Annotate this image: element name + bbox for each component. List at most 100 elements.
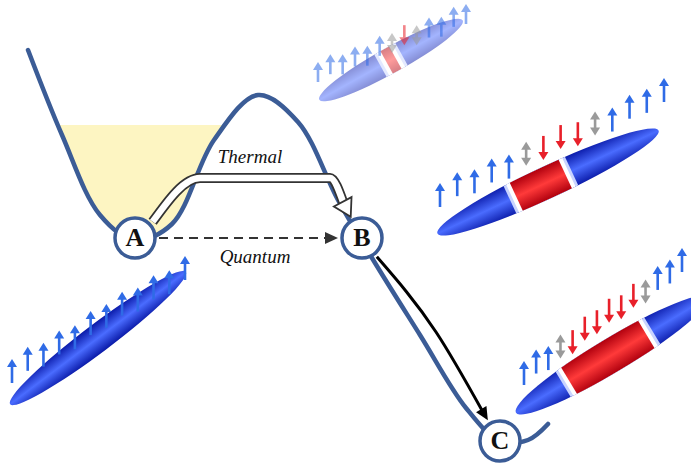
- spin-head: [461, 4, 471, 12]
- spin-head: [313, 62, 323, 70]
- spin-arrow: [592, 310, 602, 334]
- spin-shaft: [378, 42, 381, 56]
- spin-arrow: [653, 266, 663, 290]
- spin-head: [531, 350, 541, 358]
- spin-chain: [519, 248, 687, 385]
- spin-head: [604, 315, 614, 323]
- spin-shaft: [184, 262, 187, 280]
- spin-arrow: [180, 256, 190, 280]
- spin-head: [504, 155, 514, 163]
- nanowire-body: [2, 261, 195, 416]
- spin-shaft: [663, 84, 666, 102]
- spin-arrow: [461, 4, 471, 24]
- white-band: [557, 318, 659, 398]
- spin-head: [164, 270, 174, 278]
- spin-head: [580, 333, 590, 341]
- state-letter: B: [353, 225, 370, 251]
- spin-shaft: [628, 101, 631, 119]
- spin-arrow: [641, 279, 651, 303]
- arrow-line: [159, 237, 327, 239]
- spin-head: [543, 346, 553, 354]
- spin-head: [555, 335, 565, 343]
- spin-shaft: [523, 367, 526, 385]
- spin-shaft: [89, 317, 92, 335]
- spin-head: [607, 108, 617, 116]
- spin-arrow: [38, 343, 48, 367]
- spin-head: [7, 359, 17, 367]
- spin-shaft: [341, 60, 344, 74]
- white-band: [377, 44, 405, 75]
- reversed-domain: [560, 320, 655, 395]
- spin-shaft: [577, 122, 580, 140]
- spin-shaft: [611, 114, 614, 132]
- transition-arrow: [153, 178, 352, 222]
- spin-arrow: [54, 330, 64, 354]
- spin-head: [641, 279, 651, 287]
- nanowire: [2, 261, 195, 416]
- spin-head: [180, 256, 190, 264]
- spin-shaft: [137, 294, 140, 312]
- arrow-outline: [153, 178, 344, 222]
- spin-arrow: [677, 248, 687, 272]
- spin-arrow: [313, 62, 323, 82]
- spin-head: [616, 311, 626, 319]
- spin-head: [23, 347, 33, 355]
- spin-shaft: [542, 136, 545, 154]
- spin-arrow: [538, 136, 548, 160]
- spin-shaft: [490, 164, 493, 182]
- nanowire: [431, 116, 666, 248]
- spin-head: [101, 304, 111, 312]
- light-band: [554, 316, 661, 399]
- arrow-head: [476, 406, 488, 420]
- spin-shaft: [440, 23, 443, 37]
- spin-shaft: [428, 24, 431, 38]
- spin-shaft: [571, 330, 574, 348]
- spin-head: [568, 346, 578, 354]
- spin-arrow: [387, 33, 397, 53]
- spin-head: [375, 36, 385, 44]
- spin-shaft: [547, 352, 550, 370]
- circle-shape: [480, 421, 520, 461]
- spin-head: [117, 292, 127, 300]
- spin-arrow: [70, 325, 80, 349]
- spin-head: [387, 33, 397, 41]
- spin-arrow: [616, 295, 626, 319]
- spin-arrow: [350, 47, 360, 67]
- spin-arrow: [325, 54, 335, 74]
- spin-shaft: [58, 336, 61, 354]
- spin-head: [625, 95, 635, 103]
- spin-shaft: [535, 356, 538, 374]
- spin-head: [86, 311, 96, 319]
- spin-arrow: [23, 347, 33, 371]
- spin-shaft: [681, 254, 684, 272]
- spin-shaft: [105, 310, 108, 328]
- spin-chain: [435, 78, 669, 207]
- spin-arrow: [573, 122, 583, 146]
- light-band: [374, 43, 408, 77]
- spin-head: [399, 37, 409, 45]
- spin-head: [573, 138, 583, 146]
- spin-head: [521, 142, 531, 150]
- spin-arrow: [338, 54, 348, 74]
- state-circle: B: [340, 216, 384, 260]
- state-circle: A: [113, 216, 157, 260]
- spin-arrow: [590, 111, 600, 135]
- spin-arrow: [665, 259, 675, 283]
- spin-head: [452, 172, 462, 180]
- spin-arrow: [531, 350, 541, 374]
- spin-head: [350, 47, 360, 55]
- spin-arrow: [604, 299, 614, 323]
- spin-shaft: [465, 10, 468, 24]
- spin-arrow: [504, 155, 514, 179]
- spin-arrow: [607, 108, 617, 132]
- spin-head: [659, 78, 669, 86]
- spin-arrow: [642, 89, 652, 113]
- spin-arrow: [556, 125, 566, 149]
- spin-shaft: [26, 353, 29, 371]
- energy-curve: [28, 50, 548, 443]
- spin-chain: [313, 4, 471, 82]
- domain-wall-region: [374, 43, 408, 77]
- spin-shaft: [456, 178, 459, 196]
- spin-head: [653, 266, 663, 274]
